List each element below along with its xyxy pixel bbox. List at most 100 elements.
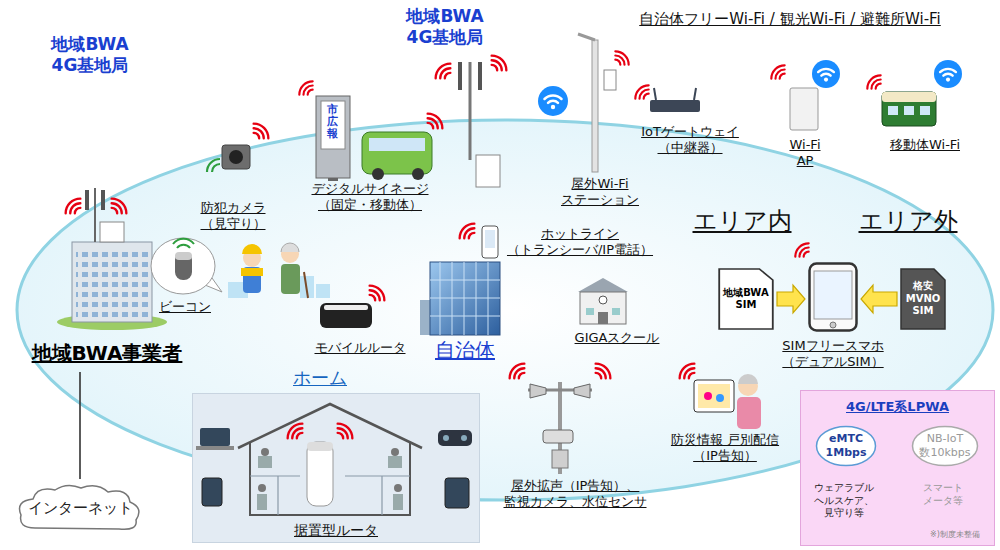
home-devices: [438, 430, 472, 446]
sim-free-phone-text: SIMフリースマホ （デュアルSIM）: [781, 338, 885, 371]
municipal-building: [460, 224, 475, 239]
outdoor-wifi-pole: [538, 34, 629, 172]
loudspeaker-pole: [530, 384, 590, 398]
bwa-base-station-top: [458, 62, 462, 90]
device-label: 屋外拡声（IP告知）、 監視カメラ、水位センサ: [503, 478, 648, 511]
bwa-base-station-left: [76, 248, 148, 318]
beacon: [175, 252, 192, 260]
iot-gateway: [654, 88, 656, 100]
nbiot-oval: NB-IoT 数10kbps: [911, 425, 979, 467]
internet-cloud: インターネット: [15, 482, 145, 534]
loudspeaker-pole: [543, 430, 573, 443]
mvno-sim-card-text: 格安 MVNO SIM: [905, 280, 942, 318]
school: [599, 296, 607, 304]
bwa-base-station-left: [101, 190, 105, 210]
oval-outline: [913, 427, 978, 466]
house: [238, 404, 422, 448]
home-panel-text: ホーム: [293, 367, 347, 390]
iot-gateway: [694, 88, 696, 100]
elder-with-tablet: [716, 394, 724, 402]
house: [338, 424, 353, 439]
loudspeaker-pole: [510, 364, 525, 379]
municipal-building: [430, 262, 500, 335]
child-and-elder: [281, 243, 299, 252]
outdoor-wifi-pole: [578, 34, 595, 40]
bus: [412, 168, 424, 180]
device-label: GIGAスクール: [575, 330, 660, 346]
phone-button: [830, 322, 836, 328]
hotline-phone: [482, 226, 498, 258]
house: [307, 442, 333, 451]
iot-gateway: [635, 85, 648, 98]
sim-free-phone-outline: [808, 262, 858, 332]
house: [388, 456, 402, 468]
service-area: [17, 120, 993, 500]
use-case-note: ウェアラブル ヘルスケア、 見守り等: [813, 482, 875, 520]
internet-cloud-text: インターネット: [28, 499, 133, 518]
lpwa-panel-text: 4G/LTE系LPWA: [846, 399, 949, 415]
bwa-base-station-left: [57, 188, 167, 330]
tram: [934, 60, 962, 88]
bwa-base-station-top: [478, 62, 482, 90]
loudspeaker-pole: [552, 450, 568, 468]
home-devices: [200, 428, 230, 446]
bwa-sim-card: 地域BWA SIM: [718, 268, 774, 330]
home-panel: ホーム据置型ルータ: [192, 393, 480, 543]
station-label: 地域BWA 4G基地局: [50, 34, 130, 77]
bwa-base-station-left: [72, 242, 152, 322]
outdoor-wifi-pole: [615, 51, 628, 64]
elder-with-tablet: [694, 380, 734, 412]
home-devices: [461, 435, 467, 441]
child-and-elder: [241, 268, 263, 276]
bus: [428, 114, 443, 129]
school: [578, 278, 628, 324]
sim-arrow: [777, 285, 805, 313]
elder-with-tablet: [698, 384, 730, 408]
elder-with-tablet: [737, 397, 761, 429]
tram: [888, 106, 898, 115]
home-devices: [202, 478, 222, 506]
device-label: 防災情報 戸別配信（IP告知）: [666, 432, 784, 465]
house: [393, 494, 403, 510]
home-devices: [196, 446, 234, 450]
home-devices: [443, 435, 449, 441]
loudspeaker-pole: [596, 364, 611, 379]
house: [250, 442, 410, 515]
beacon: [173, 239, 194, 248]
phone-screen: [814, 271, 852, 319]
municipality-label: 自治体: [435, 338, 495, 363]
municipal-building: [430, 280, 500, 316]
bwa-base-station-left: [94, 188, 96, 242]
footnote: ※)制度未整備: [930, 530, 980, 540]
child-and-elder: [242, 244, 262, 254]
elder-with-tablet: [704, 392, 712, 400]
digital-signage: [328, 178, 338, 181]
child-and-elder: [316, 284, 330, 298]
cloud-outline: [20, 485, 139, 529]
house: [238, 404, 422, 515]
digital-signage: [299, 81, 350, 181]
device-label: 防犯カメラ （見守り）: [200, 200, 267, 233]
bwa-base-station-top: [436, 64, 451, 79]
hotline-phone: [482, 226, 498, 258]
security-camera: [222, 145, 250, 169]
device-label: Wi-Fi AP: [788, 137, 822, 170]
station-label: 地域BWA 4G基地局: [405, 6, 485, 49]
digital-signage: [299, 81, 312, 94]
tram: [867, 75, 880, 88]
house: [261, 448, 269, 456]
sim-outline: [719, 269, 773, 329]
bus: [372, 168, 384, 180]
area-label: エリア外: [859, 206, 958, 236]
outdoor-wifi-pole: [538, 86, 568, 116]
device-label: IoTゲートウェイ （中継器）: [640, 124, 740, 157]
wifi-access-point: [790, 88, 818, 130]
house: [257, 494, 267, 510]
signage-screen-text: 市広報: [327, 104, 338, 140]
device-label: ビーコン: [159, 299, 211, 315]
house: [307, 442, 333, 506]
device-label: デジタルサイネージ （固定・移動体）: [311, 181, 430, 214]
elder-with-tablet: [738, 374, 758, 384]
tram: [867, 60, 962, 126]
outdoor-wifi-pole: [592, 40, 598, 172]
